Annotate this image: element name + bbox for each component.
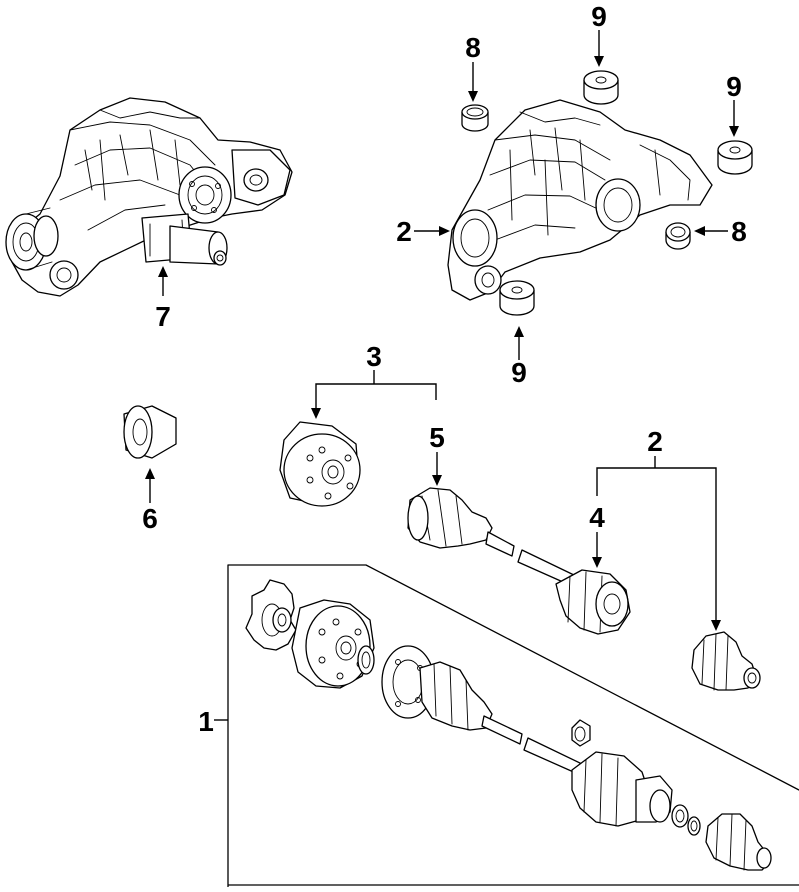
callout-8-right: 8 <box>731 216 747 247</box>
bushing-top <box>583 70 619 105</box>
callout-3: 3 <box>366 341 382 372</box>
callout-2-housing: 2 <box>396 216 412 247</box>
callout-9-bottom: 9 <box>511 357 527 388</box>
differential-with-actuator <box>5 97 293 297</box>
callout-labels: 1 2 2 3 4 5 6 7 8 8 9 9 9 <box>142 1 747 737</box>
callout-5: 5 <box>429 422 445 453</box>
bushing-right <box>717 140 753 175</box>
callout-2-boot: 2 <box>647 426 663 457</box>
seal-top <box>461 104 489 132</box>
axle-shaft-upper <box>407 487 631 635</box>
seal-ring <box>123 405 177 459</box>
callout-8-top: 8 <box>465 32 481 63</box>
callout-4: 4 <box>589 502 605 533</box>
callout-9-right: 9 <box>726 71 742 102</box>
assembly-frame <box>227 564 799 888</box>
callout-7: 7 <box>155 301 171 332</box>
callout-9-top: 9 <box>591 1 607 32</box>
callout-1: 1 <box>198 706 214 737</box>
cv-boot <box>691 631 761 691</box>
bushing-bottom <box>499 280 535 316</box>
callout-6: 6 <box>142 503 158 534</box>
leader-lines <box>145 30 739 721</box>
seal-right <box>665 222 691 250</box>
assembly-kit-parts <box>245 579 772 871</box>
cv-joint <box>279 421 361 507</box>
differential-housing <box>447 99 713 301</box>
